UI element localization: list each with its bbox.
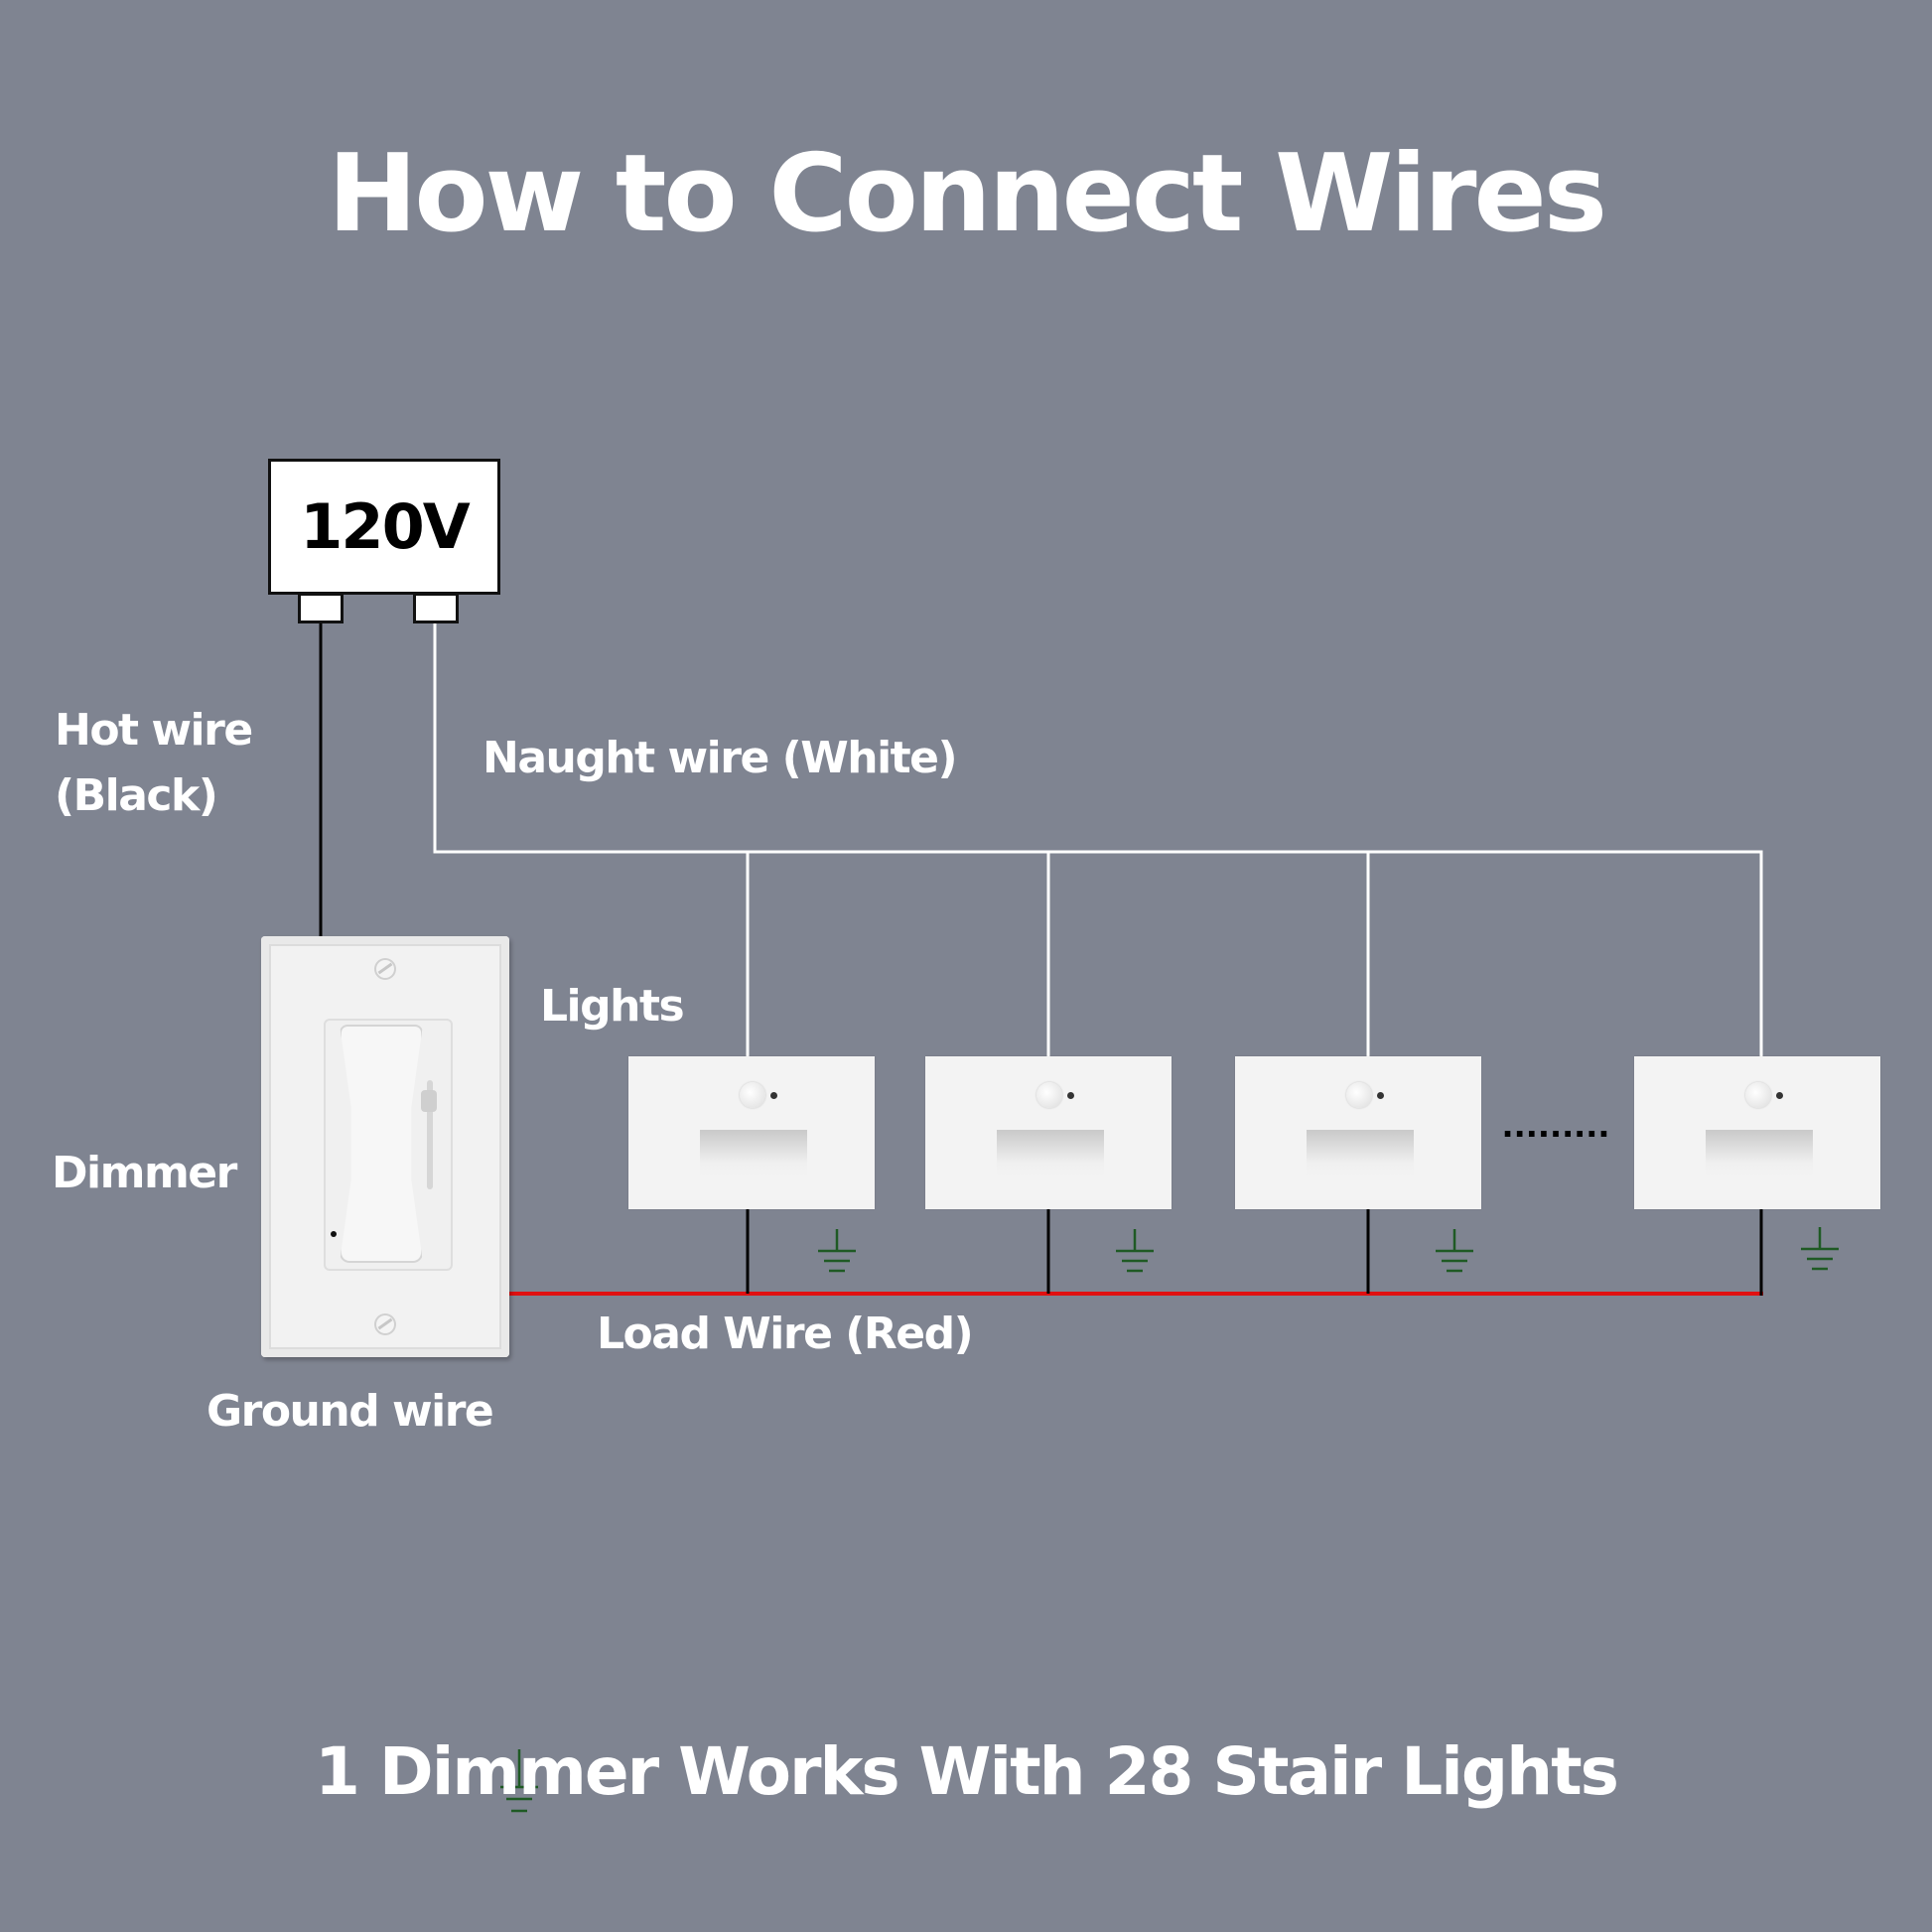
more-lights-ellipsis: .........	[1502, 1102, 1611, 1146]
power-source-label: 120V	[300, 490, 470, 563]
hot-terminal	[298, 593, 344, 623]
light-window	[1706, 1130, 1813, 1177]
ground-wire-label: Ground wire	[207, 1386, 494, 1437]
motion-sensor-icon	[1036, 1082, 1062, 1108]
power-source-120v: 120V	[268, 459, 500, 595]
stair-light	[1235, 1056, 1481, 1209]
diagram-title: How to Connect Wires	[327, 132, 1607, 256]
ground-icon	[1116, 1229, 1154, 1273]
screw-icon	[374, 1313, 396, 1335]
motion-sensor-icon	[1745, 1082, 1771, 1108]
ground-icon	[818, 1229, 856, 1273]
light-window	[700, 1130, 807, 1177]
stair-light	[628, 1056, 875, 1209]
load-wire-label: Load Wire (Red)	[597, 1309, 974, 1359]
rocker-frame	[324, 1019, 453, 1271]
dimmer-slider-track	[427, 1080, 433, 1189]
ground-icon	[1801, 1227, 1839, 1271]
indicator-led-icon	[1067, 1092, 1074, 1099]
diagram-subtitle: 1 Dimmer Works With 28 Stair Lights	[315, 1733, 1619, 1810]
light-window	[997, 1130, 1104, 1177]
rocker-paddle	[340, 1025, 423, 1263]
neutral-wire	[433, 621, 1763, 1056]
motion-sensor-icon	[740, 1082, 765, 1108]
hot-wire-label: Hot wire	[55, 705, 253, 756]
screw-icon	[374, 958, 396, 980]
hot-wire-color-label: (Black)	[55, 770, 218, 821]
ground-icon	[1436, 1229, 1473, 1273]
light-window	[1307, 1130, 1414, 1177]
stair-light	[1634, 1056, 1880, 1209]
indicator-led-icon	[770, 1092, 777, 1099]
motion-sensor-icon	[1346, 1082, 1372, 1108]
lights-label: Lights	[540, 981, 685, 1032]
dimmer-slider-knob	[421, 1090, 437, 1112]
dimmer-switch	[261, 936, 509, 1357]
indicator-led-icon	[1377, 1092, 1384, 1099]
neutral-wire-label: Naught wire (White)	[483, 733, 958, 783]
indicator-led-icon	[1776, 1092, 1783, 1099]
dimmer-ground-icon	[500, 1749, 538, 1813]
indicator-dot	[331, 1231, 337, 1237]
dimmer-label: Dimmer	[52, 1148, 237, 1198]
stair-light	[925, 1056, 1172, 1209]
neutral-terminal	[413, 593, 459, 623]
